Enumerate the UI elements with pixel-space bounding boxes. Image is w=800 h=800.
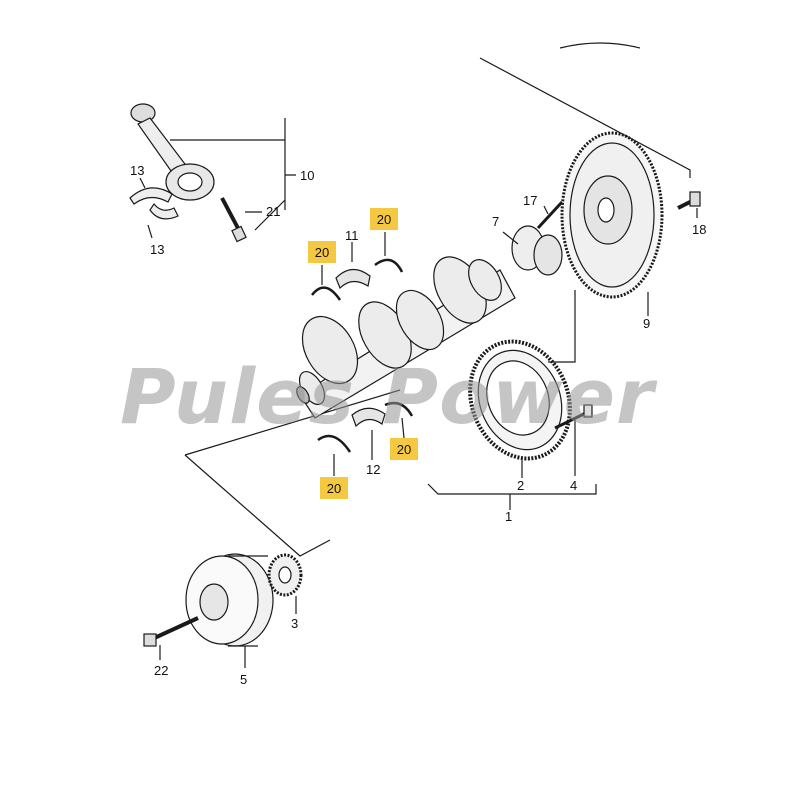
bearing-shell-13-lower <box>149 202 179 220</box>
dowel-17 <box>536 200 564 230</box>
thrust-washer-upper-left <box>311 286 342 301</box>
conrod-bolt-21 <box>220 197 247 243</box>
rail-pulley <box>184 389 401 557</box>
highlight-label-20-a: 20 <box>308 241 336 263</box>
crankshaft <box>296 256 516 419</box>
sprocket-3 <box>267 553 303 597</box>
pulley-5 <box>185 553 274 647</box>
callout-4: 4 <box>570 478 577 493</box>
callout-11: 11 <box>345 228 359 243</box>
leader-13 <box>139 177 153 239</box>
callout-3: 3 <box>291 616 298 631</box>
svg-text:20: 20 <box>327 481 341 496</box>
svg-text:20: 20 <box>397 442 411 457</box>
callout-9: 9 <box>643 316 650 331</box>
callout-1: 1 <box>505 509 512 524</box>
spacer-7 <box>511 225 563 276</box>
ring-gear-2 <box>468 339 572 461</box>
callout-21: 21 <box>266 204 280 219</box>
callout-12: 12 <box>366 462 380 477</box>
leader-7 <box>502 231 519 245</box>
leader-17 <box>543 205 549 215</box>
callout-18: 18 <box>692 222 706 237</box>
callout-22: 22 <box>154 663 168 678</box>
main-bearing-11 <box>335 268 371 290</box>
connecting-rod <box>130 103 215 201</box>
callout-13-top: 13 <box>130 163 144 178</box>
rail-top <box>479 57 691 178</box>
svg-text:20: 20 <box>377 212 391 227</box>
bracket-1 <box>427 483 597 510</box>
callout-17: 17 <box>523 193 537 208</box>
flywheel-9 <box>560 131 664 299</box>
callout-2: 2 <box>517 478 524 493</box>
conrod-bracket <box>170 118 296 231</box>
thrust-washer-lower-left <box>317 434 352 453</box>
callout-7: 7 <box>492 214 499 229</box>
highlight-label-20-b: 20 <box>370 208 398 230</box>
callout-13-bottom: 13 <box>150 242 164 257</box>
callout-5: 5 <box>240 672 247 687</box>
rail-mid <box>548 290 576 363</box>
pulley-bolt-22 <box>143 616 199 647</box>
thrust-washer-upper-right <box>374 258 404 273</box>
bolt-4 <box>554 404 593 430</box>
svg-text:20: 20 <box>315 245 329 260</box>
main-bearing-12 <box>351 407 386 428</box>
partial-arc <box>559 42 641 49</box>
highlight-label-20-d: 20 <box>320 477 348 499</box>
highlight-label-20-c: 20 <box>390 438 418 460</box>
flywheel-bolt-18 <box>677 191 701 210</box>
bearing-shell-13-upper <box>129 187 173 205</box>
leader-20c <box>401 417 405 439</box>
thrust-washer-lower-right <box>384 401 414 417</box>
callout-10: 10 <box>300 168 314 183</box>
